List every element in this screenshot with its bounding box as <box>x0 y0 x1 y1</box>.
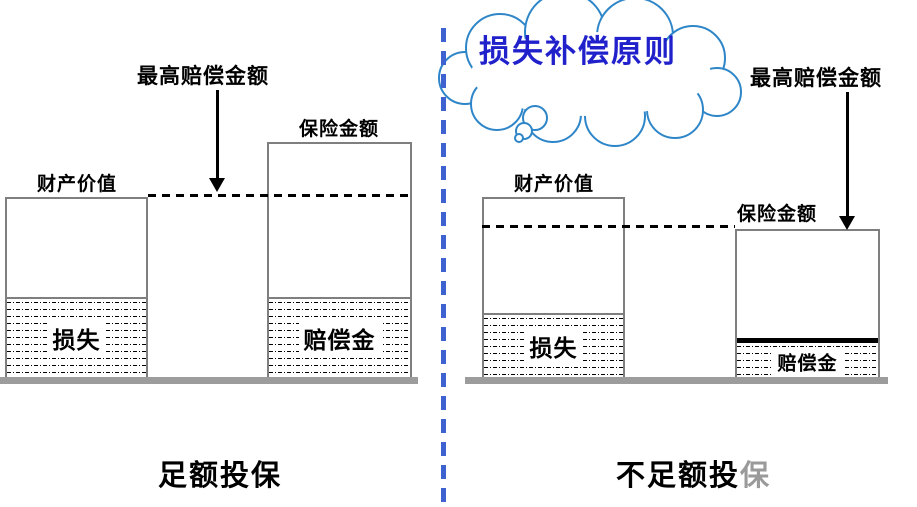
right-loss-hatch: 损失 <box>484 313 623 377</box>
right-panel-caption: 不足额投保 <box>616 452 771 494</box>
left-max-level-dashed-line <box>148 194 412 197</box>
right-caption-main: 不足额投 <box>616 460 741 492</box>
thought-cloud-icon <box>438 0 742 147</box>
left-ground-line <box>0 377 418 384</box>
right-ground-line <box>465 377 888 384</box>
panel-divider-dashed-line <box>441 28 446 507</box>
left-loss-label: 损失 <box>47 321 106 355</box>
right-loss-label: 损失 <box>524 329 583 363</box>
left-property-value-label: 财产价值 <box>37 174 118 195</box>
left-max-compensation-label: 最高赔偿金额 <box>137 65 269 88</box>
right-compensation-label: 赔偿金 <box>772 348 843 376</box>
left-insured-amount-bar: 赔偿金 <box>267 142 412 379</box>
right-max-compensation-label: 最高赔偿金额 <box>750 67 882 90</box>
right-caption-watermarked-char: 保 <box>740 460 772 492</box>
cloud-title: 损失补偿原则 <box>479 34 677 69</box>
left-compensation-label: 赔偿金 <box>298 321 381 355</box>
indemnity-limit-line <box>737 338 878 343</box>
right-insured-amount-bar: 赔偿金 <box>735 229 880 379</box>
right-arrow-head-icon <box>839 216 855 230</box>
left-arrow-head-icon <box>209 178 225 192</box>
right-property-value-label: 财产价值 <box>514 174 595 195</box>
right-max-level-dashed-line <box>482 225 735 228</box>
left-insured-amount-label: 保险金额 <box>299 119 380 140</box>
left-loss-hatch: 损失 <box>7 297 146 377</box>
left-panel-caption: 足额投保 <box>158 460 283 492</box>
right-insured-amount-label: 保险金额 <box>737 204 818 225</box>
right-arrow-line <box>846 92 849 218</box>
right-compensation-hatch: 赔偿金 <box>737 343 878 377</box>
left-property-value-bar: 损失 <box>5 197 148 379</box>
left-arrow-line <box>216 90 219 179</box>
left-compensation-hatch: 赔偿金 <box>269 297 410 377</box>
